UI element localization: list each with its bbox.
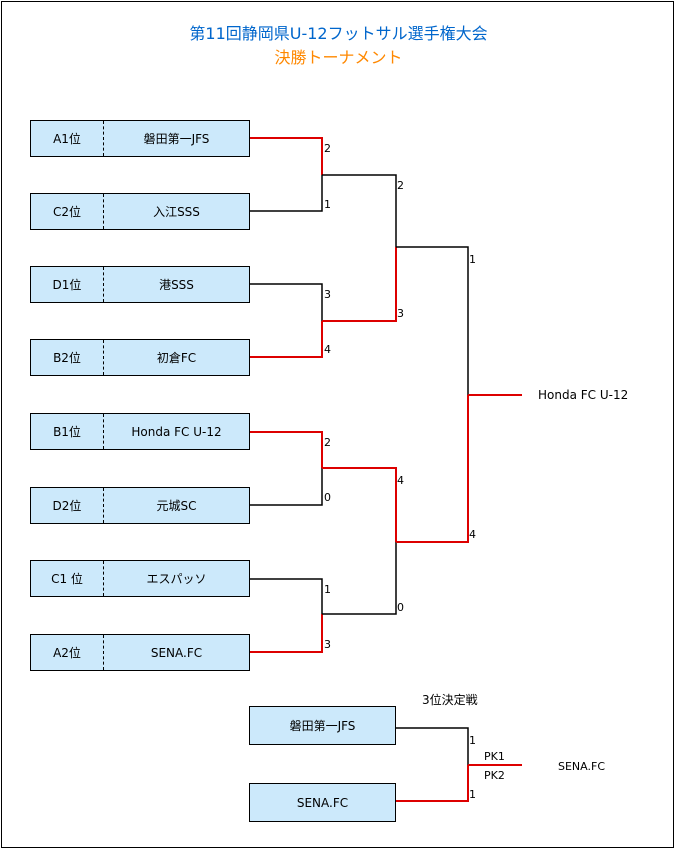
final-top-line: [396, 246, 469, 395]
final-bottom-line: [396, 395, 469, 543]
r1m1-bottom-line: [250, 175, 323, 212]
team-seed: C1 位: [31, 561, 104, 596]
sf2-top-line: [322, 467, 397, 542]
r1m3-top-line: [250, 431, 323, 468]
r1m1-top-line: [250, 137, 323, 175]
team-seed: A2位: [31, 635, 104, 670]
pk-label: PK1: [484, 750, 505, 763]
team-name: エスパッソ: [146, 572, 207, 586]
team-box-d1: D1位 港SSS: [30, 266, 250, 303]
champion-name: Honda FC U-12: [538, 388, 629, 402]
team-seed: B1位: [31, 414, 104, 449]
team-name: SENA.FC: [150, 645, 203, 660]
score-label: 0: [324, 491, 331, 504]
score-label: 1: [469, 253, 476, 266]
r1m4-top-line: [250, 578, 323, 614]
team-name: 磐田第一JFS: [289, 719, 356, 733]
sf1-bottom-line: [322, 247, 397, 322]
team-name: 港SSS: [159, 278, 194, 292]
team-box-d2: D2位 元城SC: [30, 487, 250, 524]
team-box-b1: B1位 Honda FC U-12: [30, 413, 250, 450]
third-top-line: [396, 727, 469, 765]
team-seed: D1位: [31, 267, 104, 302]
score-label: 1: [469, 734, 476, 747]
score-label: 0: [397, 601, 404, 614]
r1m2-top-line: [250, 283, 323, 321]
third-team-box-2: SENA.FC: [249, 783, 396, 822]
score-label: 1: [469, 788, 476, 801]
team-box-c1: C1 位 エスパッソ: [30, 560, 250, 597]
team-box-a1: A1位 磐田第一JFS: [30, 120, 250, 157]
r1m2-bottom-line: [250, 321, 323, 358]
pk-label: PK2: [484, 769, 505, 782]
third-team-box-1: 磐田第一JFS: [249, 706, 396, 745]
team-seed: C2位: [31, 194, 104, 229]
score-label: 2: [324, 142, 331, 155]
team-box-a2: A2位 SENA.FC: [30, 634, 250, 671]
tournament-subtitle: 決勝トーナメント: [274, 48, 403, 67]
team-box-c2: C2位 入江SSS: [30, 193, 250, 230]
score-label: 1: [324, 198, 331, 211]
r1m4-bottom-line: [250, 614, 323, 653]
score-label: 2: [324, 436, 331, 449]
team-name: 入江SSS: [153, 205, 200, 219]
third-place-title: 3位決定戦: [422, 693, 478, 707]
sf2-bottom-line: [322, 542, 397, 615]
score-label: 1: [324, 583, 331, 596]
team-box-b2: B2位 初倉FC: [30, 339, 250, 376]
score-label: 4: [324, 343, 331, 356]
score-label: 2: [397, 179, 404, 192]
team-name: 元城SC: [156, 499, 197, 513]
team-seed: A1位: [31, 121, 104, 156]
team-name: Honda FC U-12: [131, 424, 222, 439]
third-place-winner: SENA.FC: [558, 760, 605, 773]
r1m3-bottom-line: [250, 468, 323, 506]
team-seed: B2位: [31, 340, 104, 375]
score-label: 3: [397, 307, 404, 320]
third-bottom-line: [396, 765, 469, 802]
team-name: SENA.FC: [296, 795, 349, 810]
team-seed: D2位: [31, 488, 104, 523]
tournament-title: 第11回静岡県U-12フットサル選手権大会: [189, 24, 488, 43]
sf1-top-line: [322, 174, 397, 247]
team-name: 磐田第一JFS: [143, 132, 210, 146]
team-name: 初倉FC: [156, 351, 197, 365]
score-label: 4: [469, 528, 476, 541]
score-label: 3: [324, 288, 331, 301]
score-label: 4: [397, 474, 404, 487]
score-label: 3: [324, 638, 331, 651]
